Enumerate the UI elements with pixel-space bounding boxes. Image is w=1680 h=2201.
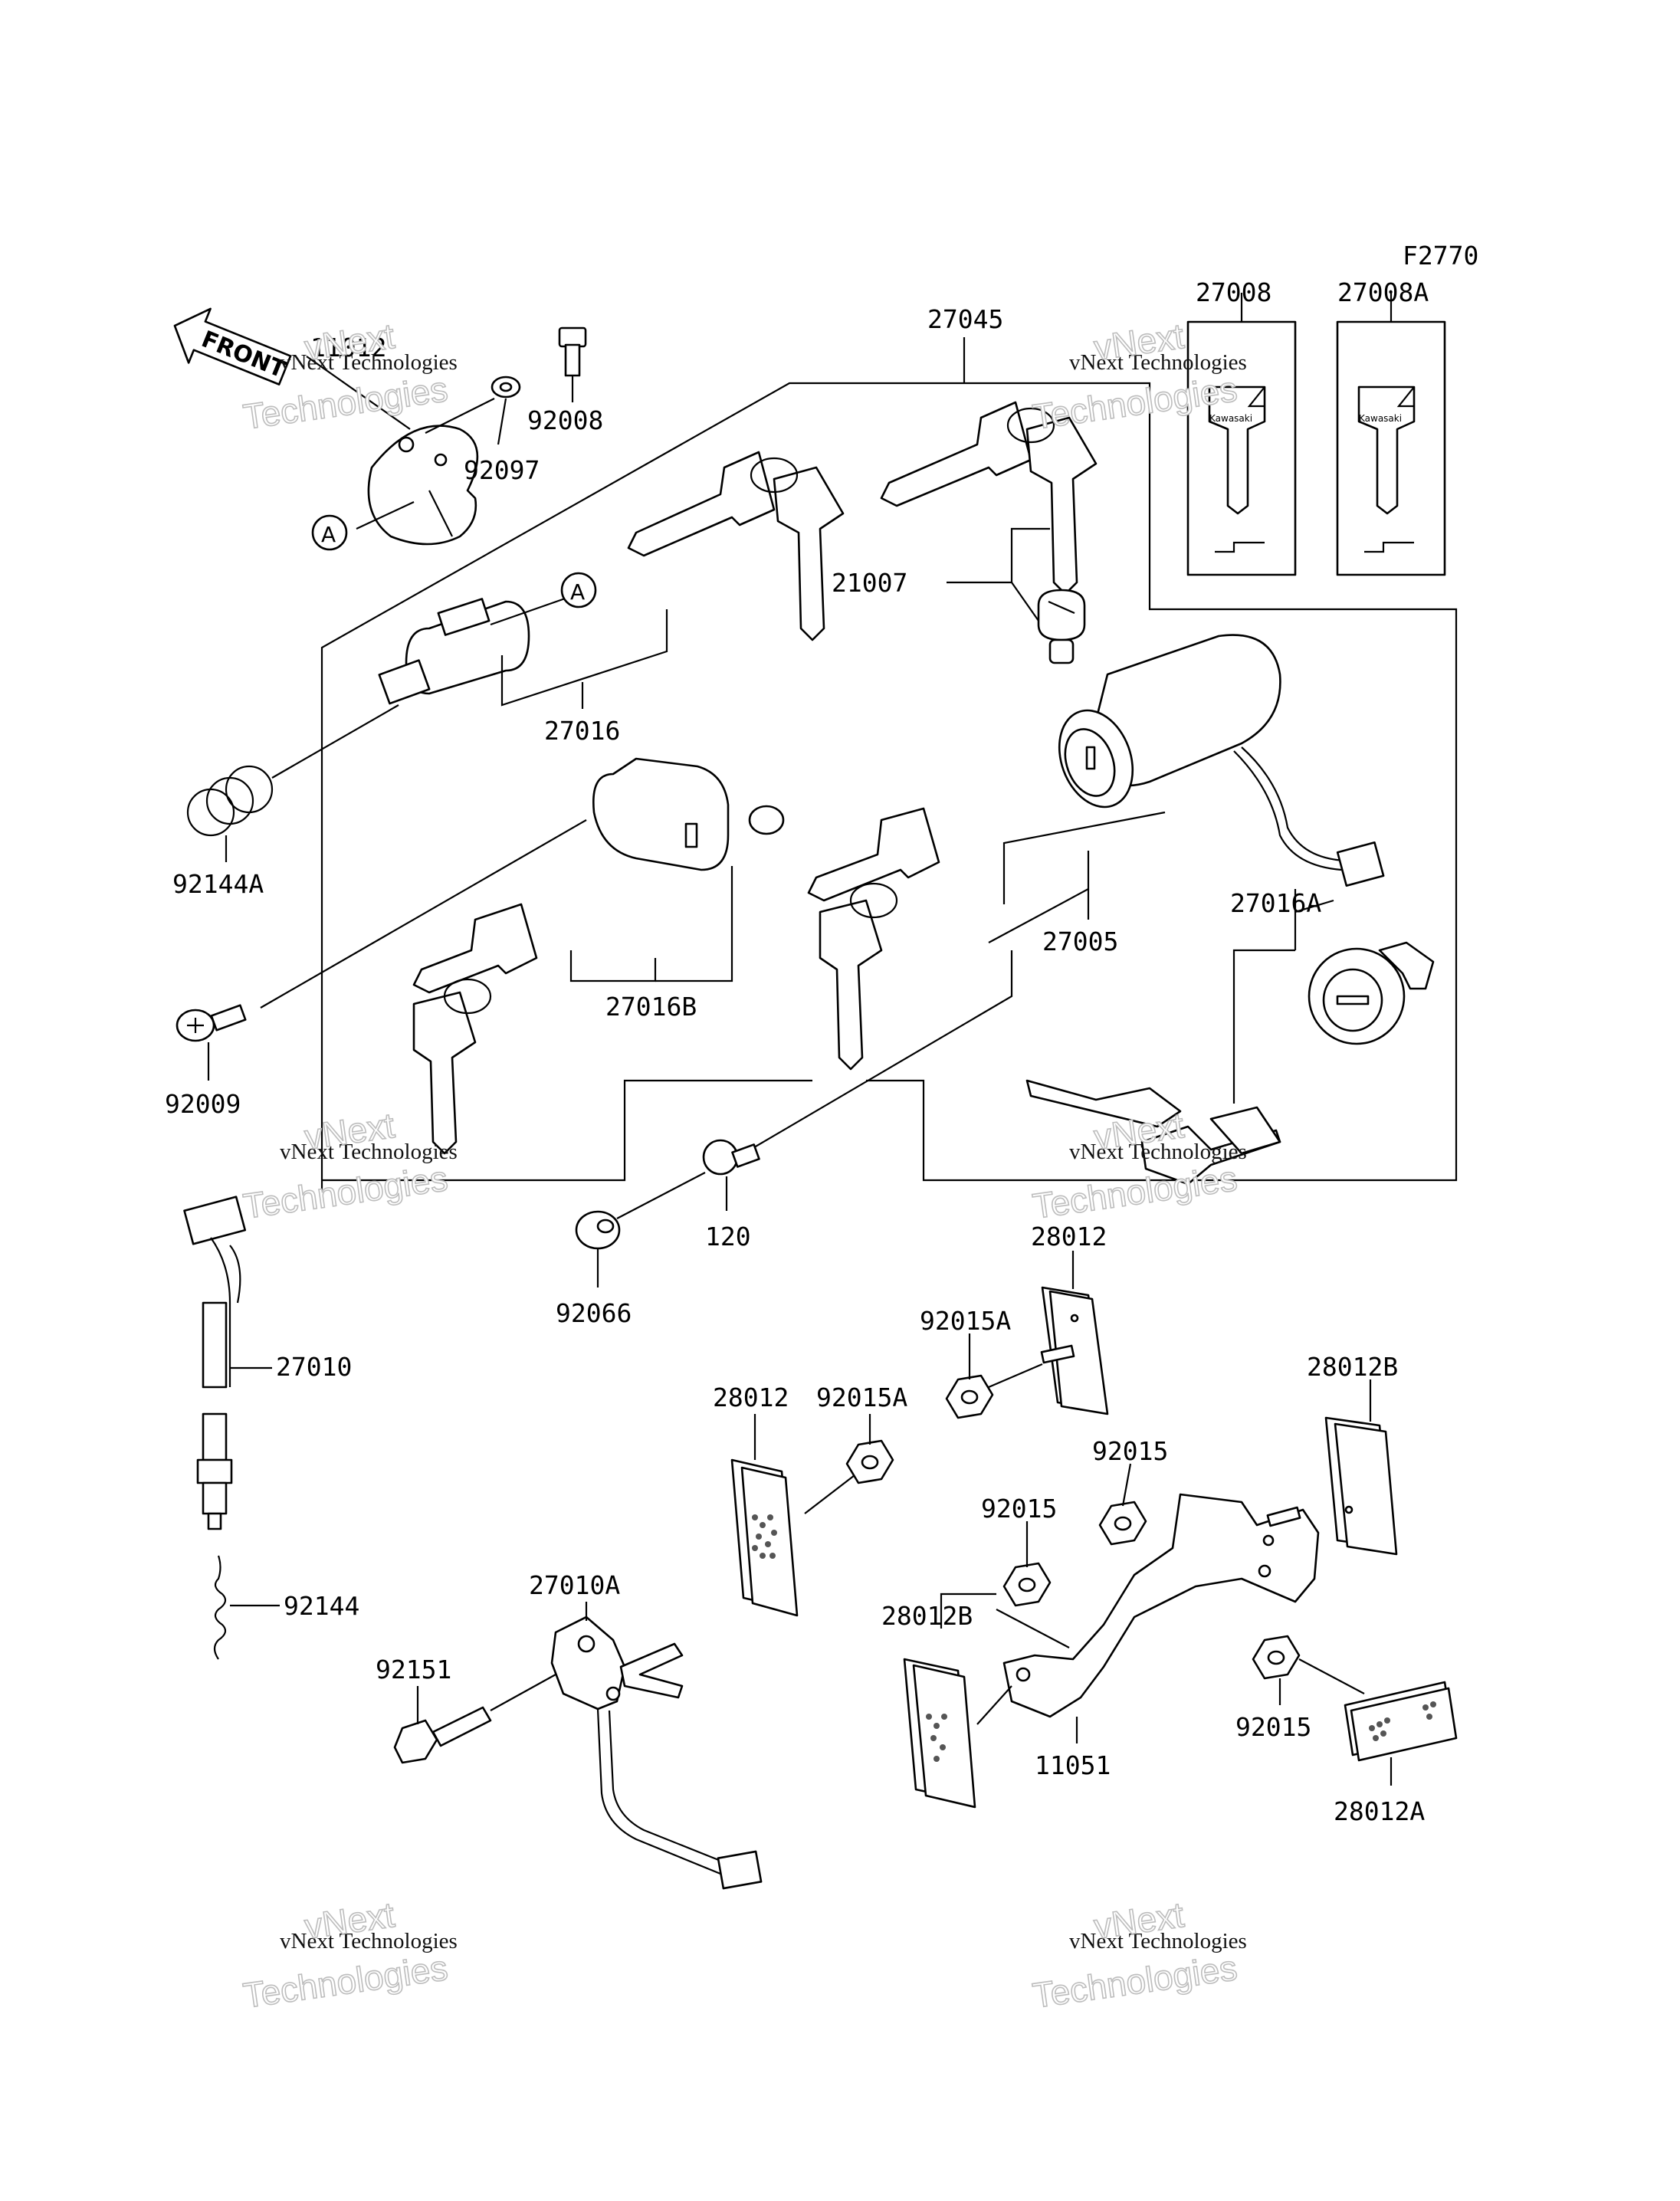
label-92144: 92144 bbox=[284, 1591, 359, 1621]
part-21007-cap bbox=[1037, 589, 1086, 664]
label-92015a-a: 92015A bbox=[920, 1306, 1011, 1336]
label-27010: 27010 bbox=[276, 1352, 352, 1382]
label-92097: 92097 bbox=[464, 455, 540, 485]
part-27005-key-pair bbox=[807, 807, 940, 1071]
part-27008a-key-card: Kawasaki bbox=[1336, 320, 1446, 576]
part-92144a-spring bbox=[186, 765, 274, 837]
label-92009: 92009 bbox=[165, 1089, 241, 1119]
part-28012b-reflector-right bbox=[1324, 1416, 1398, 1556]
watermark-5: vNext Technologies vNext Technologies bbox=[240, 1894, 458, 2016]
label-92151: 92151 bbox=[376, 1655, 451, 1684]
part-27010-switch bbox=[183, 1196, 247, 1530]
label-27005: 27005 bbox=[1042, 927, 1118, 956]
part-92015-nut-b bbox=[1002, 1562, 1052, 1607]
group-outline-lower bbox=[322, 1079, 812, 1182]
part-92015a-nut-upper bbox=[945, 1344, 1075, 1419]
svg-text:vNext Technologies: vNext Technologies bbox=[1069, 1140, 1247, 1164]
svg-text:vNext Technologies: vNext Technologies bbox=[1069, 1929, 1247, 1953]
part-92015-nut-c bbox=[1252, 1635, 1301, 1680]
svg-text:Technologies: Technologies bbox=[1030, 1947, 1239, 2016]
part-27005-ignition-switch bbox=[1058, 634, 1385, 887]
label-92015-a: 92015 bbox=[1092, 1436, 1168, 1466]
part-28012a-reflector bbox=[1344, 1681, 1458, 1762]
figure-code: F2770 bbox=[1403, 241, 1478, 271]
watermark-3: vNext Technologies vNext Technologies bbox=[240, 1104, 458, 1226]
part-27016a-key-pair bbox=[1025, 1079, 1281, 1186]
part-92066-grommet bbox=[575, 1210, 621, 1250]
part-27045-key-pair bbox=[880, 401, 1098, 595]
part-92015a-nut-left bbox=[845, 1439, 894, 1484]
label-27010a: 27010A bbox=[529, 1570, 620, 1600]
label-92015-b: 92015 bbox=[981, 1494, 1057, 1524]
label-28012-b: 28012 bbox=[713, 1383, 789, 1412]
label-92144a: 92144A bbox=[172, 869, 264, 899]
svg-text:vNext Technologies: vNext Technologies bbox=[280, 1929, 458, 1953]
svg-text:vNext Technologies: vNext Technologies bbox=[280, 1140, 458, 1164]
label-21007: 21007 bbox=[832, 568, 907, 598]
svg-text:Kawasaki: Kawasaki bbox=[1359, 413, 1402, 424]
label-27016b: 27016B bbox=[605, 992, 697, 1022]
part-27016-key-pair bbox=[627, 451, 845, 641]
group-outline-main bbox=[320, 382, 1458, 1203]
part-27016b-key-pair bbox=[412, 903, 538, 1155]
label-27016: 27016 bbox=[544, 716, 620, 746]
label-28012-a: 28012 bbox=[1031, 1222, 1107, 1251]
label-11051: 11051 bbox=[1035, 1750, 1111, 1780]
svg-text:vNext Technologies: vNext Technologies bbox=[280, 350, 458, 375]
front-label: FRONT bbox=[198, 326, 290, 384]
label-120: 120 bbox=[705, 1222, 751, 1251]
svg-text:Technologies: Technologies bbox=[241, 1158, 450, 1226]
label-27008a: 27008A bbox=[1337, 277, 1429, 307]
part-11012-plate bbox=[367, 425, 479, 546]
part-27016-lock-cylinder bbox=[378, 598, 530, 705]
label-92008: 92008 bbox=[527, 405, 603, 435]
label-27045: 27045 bbox=[927, 304, 1003, 334]
ref-marker-a-2: A bbox=[560, 572, 597, 608]
label-28012b-a: 28012B bbox=[1307, 1352, 1398, 1382]
label-27008: 27008 bbox=[1196, 277, 1271, 307]
svg-text:Kawasaki: Kawasaki bbox=[1209, 413, 1252, 424]
watermark-6: vNext Technologies vNext Technologies bbox=[1029, 1894, 1247, 2016]
svg-text:vNext Technologies: vNext Technologies bbox=[1069, 350, 1247, 375]
label-28012b-b: 28012B bbox=[881, 1601, 973, 1631]
label-92015-c: 92015 bbox=[1235, 1712, 1311, 1742]
svg-text:Technologies: Technologies bbox=[1030, 1158, 1239, 1226]
part-28012b-reflector-left bbox=[903, 1658, 976, 1809]
label-27016a: 27016A bbox=[1230, 888, 1321, 918]
svg-text:Technologies: Technologies bbox=[241, 1947, 450, 2016]
ref-marker-a-1: A bbox=[311, 514, 348, 551]
part-27010a-switch bbox=[550, 1615, 763, 1890]
part-92009-screw bbox=[176, 1004, 247, 1042]
part-92097-washer bbox=[491, 376, 521, 399]
part-27016b-lock bbox=[592, 757, 785, 871]
part-92151-bolt bbox=[393, 1706, 492, 1764]
svg-text:A: A bbox=[321, 522, 336, 547]
label-28012a: 28012A bbox=[1334, 1796, 1425, 1826]
label-11012: 11012 bbox=[310, 333, 386, 362]
part-11051-bracket bbox=[1002, 1493, 1320, 1718]
part-92008-bolt bbox=[558, 326, 587, 377]
front-arrow-icon: FRONT bbox=[173, 307, 292, 385]
label-92015a-b: 92015A bbox=[816, 1383, 907, 1412]
label-92066: 92066 bbox=[556, 1298, 632, 1328]
part-28012-reflector-left bbox=[730, 1458, 799, 1617]
part-27016a-lock bbox=[1308, 941, 1435, 1045]
part-92144-spring bbox=[213, 1555, 227, 1660]
svg-text:A: A bbox=[570, 579, 585, 605]
part-120-bushing bbox=[702, 1139, 760, 1176]
part-92015-nut-a bbox=[1098, 1501, 1147, 1546]
